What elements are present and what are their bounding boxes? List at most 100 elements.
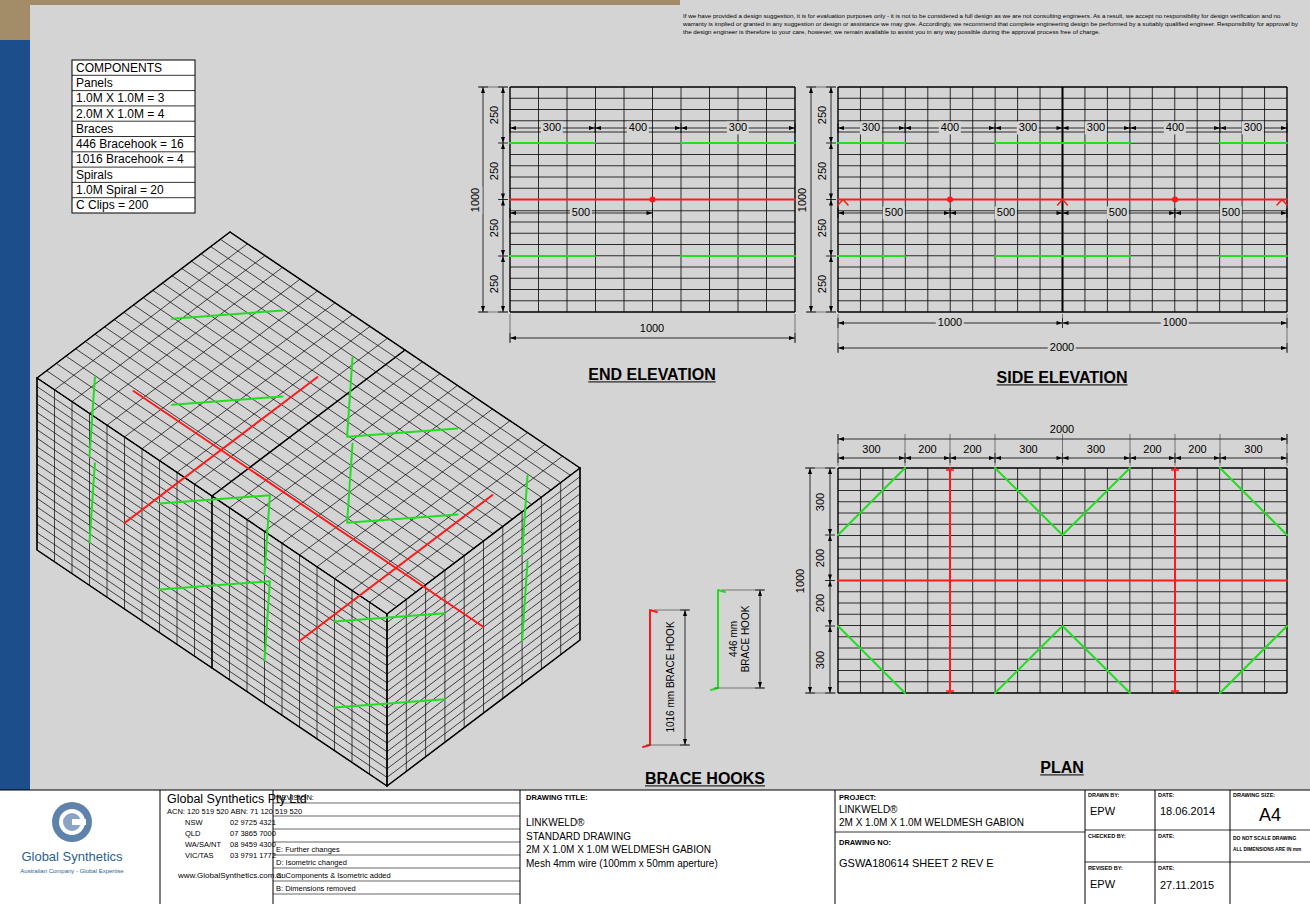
extension-line — [1130, 434, 1131, 466]
mesh-wire — [838, 681, 1287, 682]
gabion-edge — [37, 232, 580, 614]
view-title: PLAN — [1040, 758, 1084, 777]
gabion-edge — [212, 350, 405, 496]
dimension-value: 300 — [814, 492, 827, 510]
title-block-text: DRAWING SIZE: — [1233, 792, 1275, 799]
dimension-line — [483, 87, 484, 312]
brace-hook-short — [347, 358, 457, 437]
dimension-arrow — [829, 250, 833, 256]
table-rule — [72, 182, 195, 183]
title-block-text: DO NOT SCALE DRAWING — [1233, 835, 1296, 841]
dimension-arrow — [809, 87, 813, 93]
dimension-arrow — [501, 250, 505, 256]
dimension-arrow — [789, 126, 795, 130]
dimension-value: 250 — [816, 216, 829, 238]
brace-hook-short — [90, 463, 95, 542]
title-block-text: REVISED BY: — [1088, 865, 1123, 872]
dimension-value: 2000 — [1048, 341, 1076, 354]
title-block-text: EPW — [1090, 878, 1115, 891]
dimension-arrow — [1281, 456, 1287, 460]
brace-hook-short — [995, 468, 1130, 535]
title-block-rule — [0, 790, 1310, 791]
brace-hook-short — [838, 626, 905, 693]
brace-hook-short — [1220, 468, 1287, 535]
view-title: BRACE HOOKS — [645, 769, 765, 788]
title-block-text: 08 9459 4300 — [230, 840, 276, 849]
dimension-value: 250 — [488, 104, 501, 126]
mesh-wire — [510, 177, 795, 178]
dimension-arrow — [758, 682, 762, 688]
dimension-arrow — [501, 143, 505, 149]
dimension-arrow — [683, 739, 687, 745]
brace-hook-short — [1220, 142, 1287, 144]
brace-hook-short — [510, 255, 595, 257]
brace-hook-short — [335, 699, 445, 707]
dimension-arrow — [647, 211, 653, 215]
dimension-value: 400 — [1164, 121, 1186, 134]
mesh-wire — [510, 233, 795, 234]
dimension-value: 250 — [488, 160, 501, 182]
title-block-text: www.GlobalSynthetics.com.au — [178, 871, 286, 881]
mesh-wire — [510, 278, 795, 279]
mesh-wire — [387, 563, 580, 709]
table-rule — [72, 90, 195, 91]
dimension-value: 300 — [1019, 443, 1037, 456]
brace-hook-short — [711, 590, 725, 690]
title-block-ground — [0, 790, 1310, 904]
brace-hook-short — [995, 626, 1130, 693]
title-block-text: ACN: 120 519 520 ABN: 71 120 519 520 — [167, 807, 302, 816]
mesh-wire — [838, 546, 1287, 547]
photo-strip — [0, 40, 30, 790]
title-block-text: 27.11.2015 — [1160, 879, 1214, 892]
dimension-arrow — [899, 456, 905, 460]
dimension-arrow — [758, 590, 762, 596]
dimension-arrow — [905, 126, 911, 130]
title-block-text: Mesh 4mm wire (100mm x 50mm aperture) — [526, 858, 718, 870]
extension-line — [905, 434, 906, 466]
extension-line — [1175, 434, 1176, 466]
dimension-arrow — [1057, 321, 1063, 325]
dimension-arrow — [1281, 346, 1287, 350]
dimension-value: 500 — [995, 206, 1017, 219]
mesh-wire — [838, 591, 1287, 592]
title-block-rule — [273, 803, 520, 804]
dimension-arrow — [808, 687, 812, 693]
mesh-wire — [387, 477, 580, 623]
brace-hook-long — [134, 391, 484, 627]
title-block-text: WA/SA/NT — [185, 840, 221, 849]
brace-hook-short — [522, 476, 527, 555]
brace-hook-short — [681, 255, 795, 257]
brace-hook-long — [643, 610, 657, 747]
title-block-text: DATE: — [1158, 865, 1174, 872]
dimension-value: 1000 — [469, 185, 482, 213]
brace-hook-short — [522, 562, 527, 641]
table-cell: 2.0M X 1.0M = 4 — [76, 106, 164, 120]
dimension-arrow — [481, 306, 485, 312]
extension-line — [950, 434, 951, 466]
dimension-arrow — [995, 126, 1001, 130]
dimension-arrow — [1063, 321, 1069, 325]
mesh-wire — [510, 311, 795, 312]
dimension-arrow — [838, 346, 844, 350]
brace-hook-short — [347, 444, 457, 523]
brace-hook-end — [1171, 469, 1179, 471]
dimension-value: 500 — [1107, 206, 1129, 219]
mesh-wire — [37, 481, 387, 717]
mesh-wire — [838, 513, 1287, 514]
title-block-text: DRAWING TITLE: — [526, 793, 588, 802]
dimension-arrow — [828, 620, 832, 626]
mesh-wire — [838, 636, 1287, 637]
title-block-rule — [160, 790, 161, 904]
dimension-arrow — [501, 137, 505, 143]
dimension-arrow — [1281, 321, 1287, 325]
title-block-rule — [273, 868, 520, 869]
dimension-value: 200 — [1188, 443, 1206, 456]
dimension-value: 500 — [570, 206, 592, 219]
dimension-value: 1000 — [640, 322, 664, 335]
gabion-edge — [37, 378, 387, 786]
extension-line — [807, 87, 836, 88]
table-cell: COMPONENTS — [76, 60, 162, 74]
extension-line — [995, 434, 996, 466]
